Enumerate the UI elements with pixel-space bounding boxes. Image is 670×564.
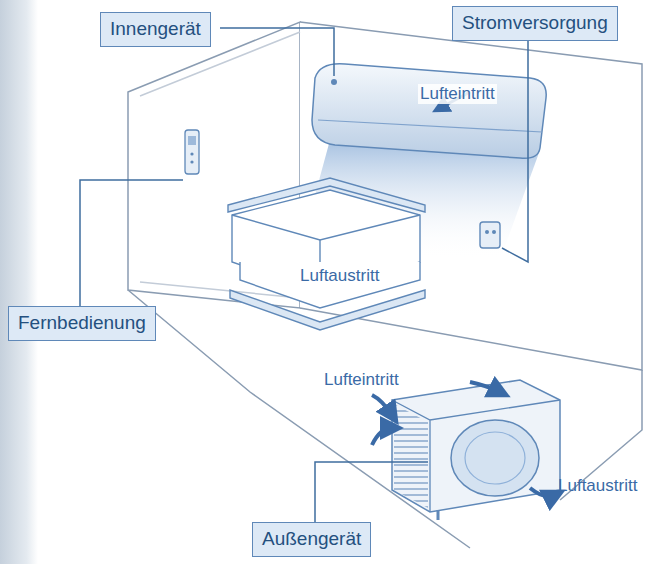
air-arrow: [372, 382, 555, 496]
airflow-label: Lufteintritt: [418, 84, 497, 104]
sofa: [228, 178, 425, 330]
room-outline: [128, 22, 642, 548]
part-name: Innengerät: [110, 18, 201, 41]
airflow-label: Luftaustritt: [556, 476, 639, 496]
part-name: Stromversorgung: [462, 12, 608, 35]
part-label-box: Fernbedienung: [8, 306, 156, 341]
leader-line: [80, 28, 528, 535]
remote-control: [185, 130, 199, 174]
part-name: Außengerät: [262, 528, 361, 551]
power-socket: [480, 222, 500, 248]
part-name: Fernbedienung: [18, 312, 146, 335]
part-label-box: Stromversorgung: [452, 6, 618, 41]
indoor-unit: [312, 64, 546, 159]
part-label-box: Innengerät: [100, 12, 211, 47]
airflow-label: Lufteintritt: [322, 370, 401, 390]
side-band: [0, 0, 38, 564]
part-label-box: Außengerät: [252, 522, 371, 557]
airflow-label: Luftaustritt: [298, 266, 381, 286]
outdoor-unit: [392, 380, 560, 520]
